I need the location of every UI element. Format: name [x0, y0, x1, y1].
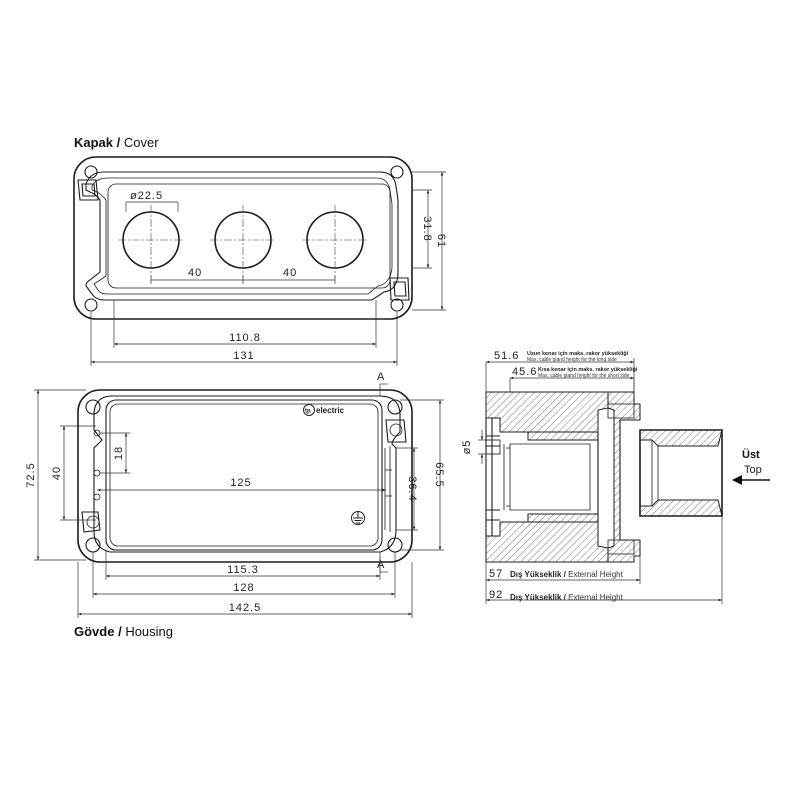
cover-hinge-right [389, 277, 410, 301]
side-lid-section [607, 391, 641, 563]
dim-side-hole: ø5 [461, 440, 473, 455]
note-short-side-tr: Kısa kenar için maks. rakor yüksekliği [538, 367, 638, 373]
housing-inner-field [105, 399, 383, 551]
side-screw-hole [485, 439, 501, 455]
cover-button-hole-2 [210, 205, 276, 278]
housing-title: Gövde / Housing [74, 624, 173, 639]
dim-side-51: 51.6 [494, 350, 519, 362]
note-short-side-en: Max. cable gland height for the short si… [538, 373, 630, 379]
housing-corner-hole [387, 537, 403, 553]
dim-housing-width-142: 142.5 [229, 602, 262, 614]
cover-inner-field [107, 183, 391, 289]
cover-button-hole-3 [302, 205, 368, 278]
cover-view: Kapak / Cover [73, 135, 447, 366]
dim-housing-small-height: 18 [113, 446, 125, 460]
dim-housing-width-128: 128 [233, 582, 254, 594]
housing-corner-hole [387, 399, 403, 415]
dim-hole-diameter: ø22.5 [130, 190, 163, 202]
top-direction-arrow-icon [732, 475, 770, 485]
note-long-side-en: Max. cable gland height for the long sid… [527, 357, 617, 363]
top-label-tr: Üst [742, 448, 760, 461]
cover-gasket-outer [85, 171, 399, 301]
cover-button-hole-1 [118, 205, 184, 278]
side-left-wall [485, 418, 500, 536]
dim-outer-height: 61 [435, 234, 447, 248]
dim-housing-inner-height: 40 [51, 466, 63, 480]
side-housing-cavity [500, 431, 599, 523]
dim-side-45: 45.6 [512, 366, 537, 378]
housing-view: tp electric A A 72.5 40 18 [25, 371, 445, 639]
side-section-view: ø5 51.6 Uzun kenar için maks. rakor yüks… [461, 350, 770, 604]
cover-outer-outline [73, 156, 413, 320]
dim-spacing-right: 40 [283, 267, 297, 279]
dim-side-92: 92 [489, 589, 503, 601]
housing-hinge-left [81, 511, 101, 533]
housing-inner-wall [109, 403, 379, 547]
top-label-en: Top [744, 464, 762, 476]
cover-corner-hole [84, 298, 98, 312]
housing-outer-outline [77, 389, 413, 563]
dim-outer-width: 131 [233, 350, 254, 362]
mounting-hole [93, 493, 101, 501]
cover-hinge-left [77, 179, 99, 201]
dim-housing-width-115: 115.3 [227, 564, 259, 576]
housing-right-rail [384, 446, 392, 532]
dim-side-57: 57 [489, 568, 503, 580]
brand-mark: tp [305, 409, 311, 415]
mounting-hole [93, 469, 101, 477]
housing-rim [93, 395, 401, 553]
ext-height-label-57: Dış Yükseklik / External Height [510, 570, 624, 579]
housing-corner-hole [85, 399, 101, 415]
brand-name: electric [316, 406, 345, 415]
side-inner-step [509, 443, 591, 511]
ext-height-label-92: Dış Yükseklik / External Height [510, 593, 624, 602]
dim-housing-height-36: 36.4 [406, 476, 418, 501]
housing-hinge-right [385, 419, 407, 443]
earth-ground-icon [351, 511, 365, 525]
section-marker-top: A [377, 371, 385, 383]
note-long-side-tr: Uzun kenar için maks. rakor yüksekliği [527, 351, 629, 357]
dim-housing-height-65: 65.5 [433, 462, 445, 487]
dim-inner-width: 110.8 [229, 332, 261, 344]
dim-inner-height: 31.8 [421, 216, 433, 241]
dim-housing-outer-height: 72.5 [25, 462, 37, 487]
section-marker-bottom: A [377, 559, 385, 571]
dim-spacing-left: 40 [188, 267, 202, 279]
cover-corner-hole [390, 298, 404, 312]
dim-housing-length: 125 [230, 477, 251, 489]
cover-title: Kapak / Cover [74, 135, 159, 150]
cover-corner-hole [84, 165, 98, 179]
brand-logo: tp electric [303, 404, 345, 416]
side-housing-lower [485, 513, 609, 563]
side-housing-upper [485, 391, 609, 441]
cover-corner-hole [390, 165, 404, 179]
